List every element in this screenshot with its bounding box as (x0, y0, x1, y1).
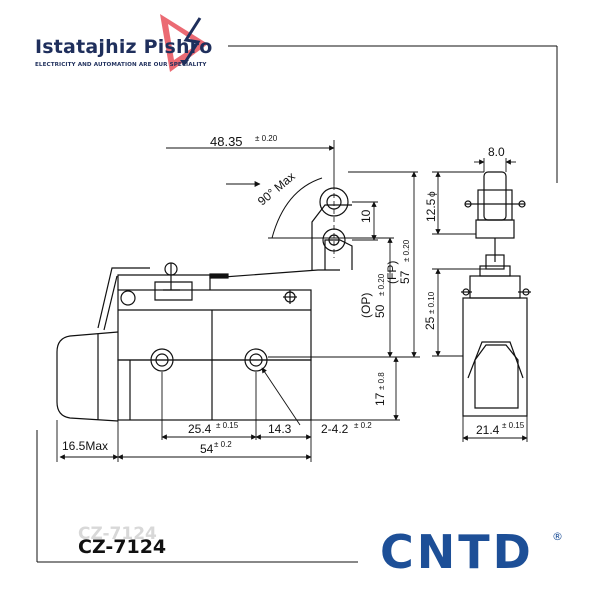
front-dimension-lines (432, 158, 528, 442)
dim-25-tol: ± 0.10 (427, 291, 436, 314)
dim-21-4-tol: ± 0.15 (502, 421, 525, 430)
dim-25-4-tol: ± 0.15 (216, 421, 239, 430)
dim-50: 50 (373, 304, 387, 318)
side-dimension-lines (56, 140, 420, 462)
dim-50-tol: ± 0.20 (377, 273, 386, 296)
switch-side-view (56, 185, 353, 422)
dim-21-4: 21.4 (476, 423, 500, 437)
play-lightning-logo-icon (160, 14, 208, 72)
dim-54: 54 (200, 442, 214, 456)
brand-tagline: ELECTRICITY AND AUTOMATION ARE OUR SPECI… (35, 62, 207, 68)
dim-90-max: 90° Max (255, 169, 298, 208)
dim-25: 25 (423, 316, 437, 330)
dim-12-5-sym: ϕ (427, 191, 438, 197)
dim-54-tol: ± 0.2 (214, 440, 232, 449)
dim-25-4: 25.4 (188, 422, 212, 436)
dim-14-3: 14.3 (268, 422, 292, 436)
model-number-ghost: CZ-7124 (78, 524, 157, 544)
dim-8-0: 8.0 (488, 145, 505, 159)
switch-front-view (461, 171, 531, 417)
swing-arc (226, 177, 323, 239)
frame-lines (36, 45, 558, 563)
registered-mark: ® (552, 530, 563, 543)
dim-16-5-max: 16.5Max (62, 439, 108, 453)
dim-2-4-2: 2-4.2 (321, 422, 349, 436)
dim-10: 10 (359, 209, 373, 223)
dim-57: 57 (398, 270, 412, 284)
cntd-logo: CNTD (380, 525, 534, 579)
dim-17: 17 (373, 392, 387, 406)
dim-17-tol: ± 0.8 (377, 372, 386, 390)
dim-op: (OP) (359, 293, 373, 318)
dim-12-5: 12.5 (424, 198, 438, 222)
dim-2-4-2-tol: ± 0.2 (354, 421, 372, 430)
dim-48-35: 48.35 (210, 134, 243, 149)
dim-48-35-tol: ± 0.20 (255, 134, 278, 143)
dim-fp: (FP) (385, 261, 399, 284)
dim-57-tol: ± 0.20 (402, 239, 411, 262)
model-number: CZ-7124 (78, 536, 167, 558)
brand-name: Istatajhiz Pishro (35, 36, 213, 58)
